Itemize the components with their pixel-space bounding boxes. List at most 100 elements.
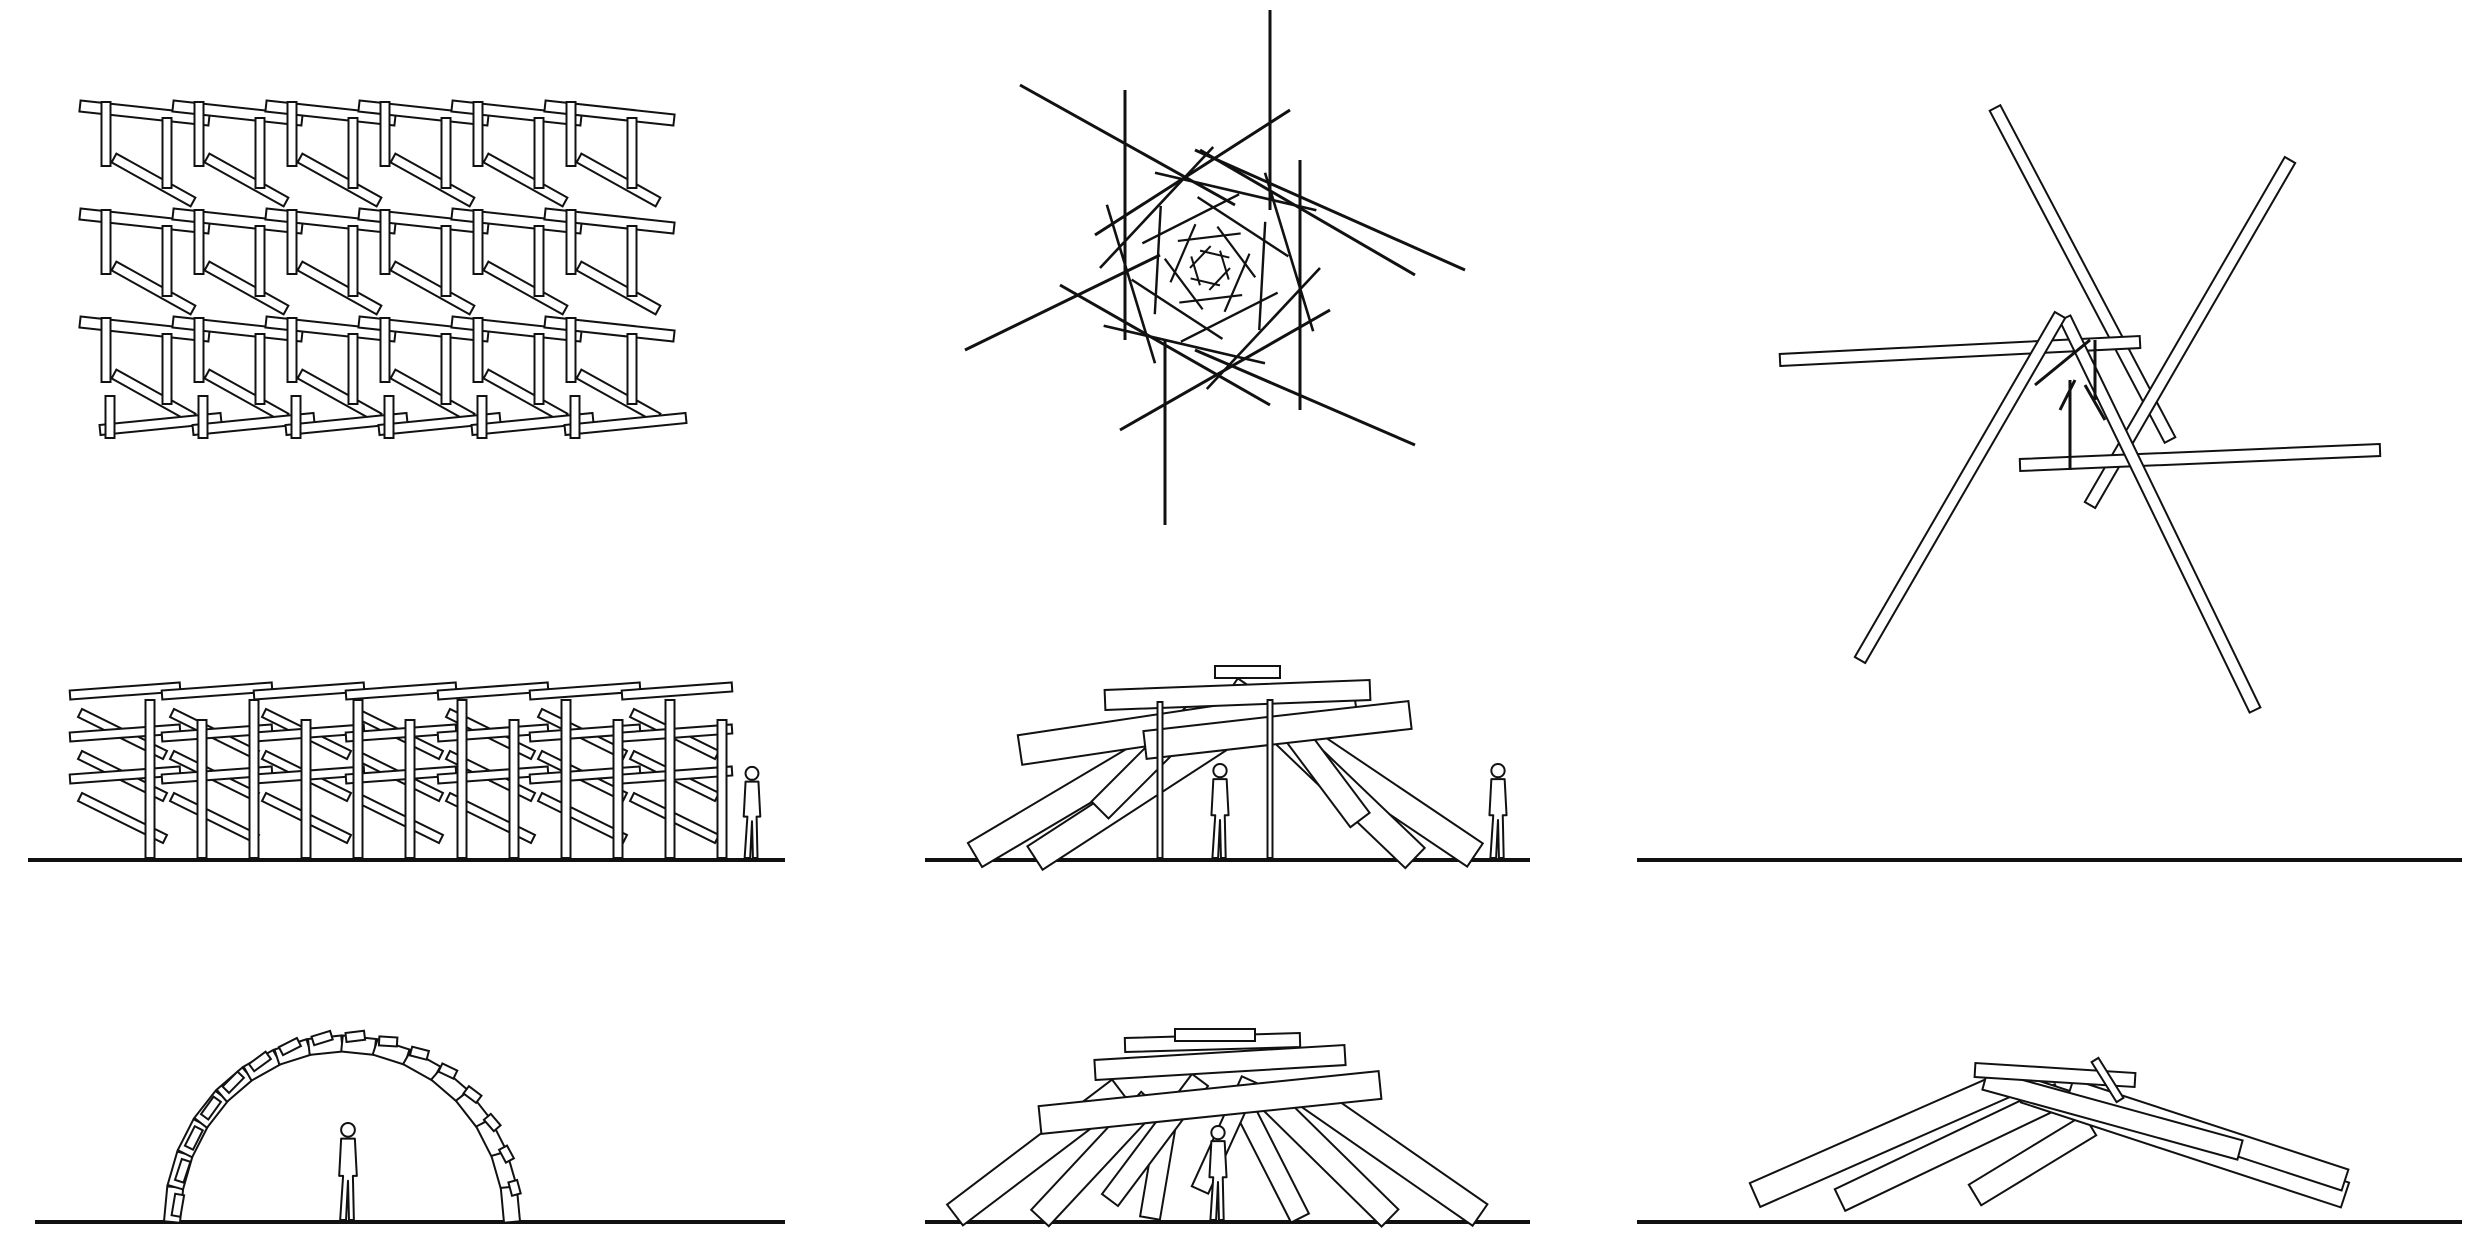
lattice-post xyxy=(347,333,359,405)
lattice-post xyxy=(347,117,359,189)
star-inner-member xyxy=(1199,249,1230,259)
star-inner-member xyxy=(1263,172,1315,332)
pinwheel-plank xyxy=(2018,442,2382,473)
lattice-post xyxy=(254,225,266,297)
lattice-post xyxy=(100,317,112,383)
dome-thin-post xyxy=(1266,699,1274,859)
elevation-diagonal xyxy=(352,791,445,845)
lattice-beam xyxy=(377,411,502,437)
star-member xyxy=(1094,108,1291,237)
barrel-vault-elevation xyxy=(28,681,785,862)
lattice-post xyxy=(193,101,205,167)
lattice-post xyxy=(197,395,209,439)
elevation-diagonal xyxy=(536,791,629,845)
elevation-post xyxy=(144,699,156,859)
lattice-diagonal xyxy=(296,260,383,316)
vault-overlap xyxy=(482,1112,503,1133)
star-inner-member xyxy=(1131,278,1224,340)
lattice-beam xyxy=(284,411,409,437)
star-inner-member xyxy=(1208,267,1231,291)
elevation-beam xyxy=(344,765,458,785)
elevation-beam xyxy=(68,681,182,701)
vault-overlap xyxy=(408,1045,431,1061)
figure-body xyxy=(338,1137,358,1221)
lattice-post xyxy=(472,317,484,383)
figure-head xyxy=(1210,1124,1226,1141)
elevation-post xyxy=(664,699,676,859)
vault-overlap xyxy=(183,1124,205,1152)
pinwheel-section xyxy=(1637,1056,2462,1224)
dome-section-crown xyxy=(1174,1028,1256,1042)
dome-crown xyxy=(1214,665,1281,679)
figure-head xyxy=(1212,762,1228,779)
pinwheel-section-plank xyxy=(1833,1082,2067,1213)
lattice-post xyxy=(254,117,266,189)
elevation-diagonal xyxy=(168,791,261,845)
elevation-beam xyxy=(344,681,458,701)
vault-overlap xyxy=(437,1062,459,1081)
lattice-post xyxy=(626,225,638,297)
figure-body xyxy=(1208,1140,1228,1221)
pinwheel-section-top xyxy=(1973,1061,2137,1089)
elevation-post xyxy=(352,699,364,859)
elevation-beam xyxy=(160,681,274,701)
star-member xyxy=(964,253,1161,352)
human-figure xyxy=(338,1121,358,1221)
figure-body xyxy=(1488,778,1508,859)
lattice-diagonal xyxy=(203,368,290,424)
star-dome-section xyxy=(925,1028,1530,1229)
star-dome-plan xyxy=(964,10,1466,525)
star-inner-member xyxy=(1163,258,1204,311)
lattice-diagonal xyxy=(482,368,569,424)
star-inner-member xyxy=(1169,223,1197,283)
barrel-vault-plan xyxy=(78,99,688,439)
lattice-post xyxy=(286,101,298,167)
lattice-beam xyxy=(470,411,595,437)
pinwheel-core-member xyxy=(2058,379,2077,411)
lattice-post xyxy=(104,395,116,439)
lattice-diagonal xyxy=(296,368,383,424)
elevation-post xyxy=(560,699,572,859)
lattice-post xyxy=(440,333,452,405)
lattice-diagonal xyxy=(110,368,197,424)
elevation-beam xyxy=(160,723,274,743)
elevation-post xyxy=(456,699,468,859)
pinwheel-plank xyxy=(1853,310,2067,665)
star-inner-member xyxy=(1099,146,1215,269)
vault-segment xyxy=(273,1038,313,1066)
lattice-post xyxy=(533,117,545,189)
pinwheel-plan xyxy=(1778,103,2382,714)
elevation-post xyxy=(404,719,416,859)
star-member xyxy=(1019,83,1236,207)
lattice-post xyxy=(533,225,545,297)
star-inner-member xyxy=(1205,267,1321,390)
star-inner-member xyxy=(1153,205,1162,315)
vault-overlap xyxy=(221,1070,246,1095)
star-member xyxy=(1059,283,1271,407)
lattice-post xyxy=(440,117,452,189)
lattice-diagonal xyxy=(575,260,662,316)
figure-head xyxy=(340,1121,356,1138)
star-inner-member xyxy=(1190,256,1201,286)
dome-ring-beam xyxy=(1142,699,1413,761)
pinwheel-core-member xyxy=(2034,338,2091,387)
elevation-beam xyxy=(160,765,274,785)
lattice-post xyxy=(626,333,638,405)
pinwheel-plank xyxy=(1988,103,2177,445)
lattice-post xyxy=(347,225,359,297)
star-inner-member xyxy=(1177,232,1241,243)
dome-section-ring xyxy=(1037,1070,1383,1135)
lattice-post xyxy=(161,225,173,297)
elevation-post xyxy=(508,719,520,859)
lattice-diagonal xyxy=(389,368,476,424)
lattice-post xyxy=(383,395,395,439)
pinwheel-plank xyxy=(2058,314,2262,714)
lattice-beam xyxy=(563,411,688,437)
lattice-post xyxy=(290,395,302,439)
vault-overlap xyxy=(277,1036,303,1057)
vault-overlap xyxy=(377,1035,399,1048)
lattice-post xyxy=(379,317,391,383)
star-inner-member xyxy=(1216,225,1257,278)
star-inner-member xyxy=(1105,204,1157,364)
star-inner-member xyxy=(1154,171,1317,212)
